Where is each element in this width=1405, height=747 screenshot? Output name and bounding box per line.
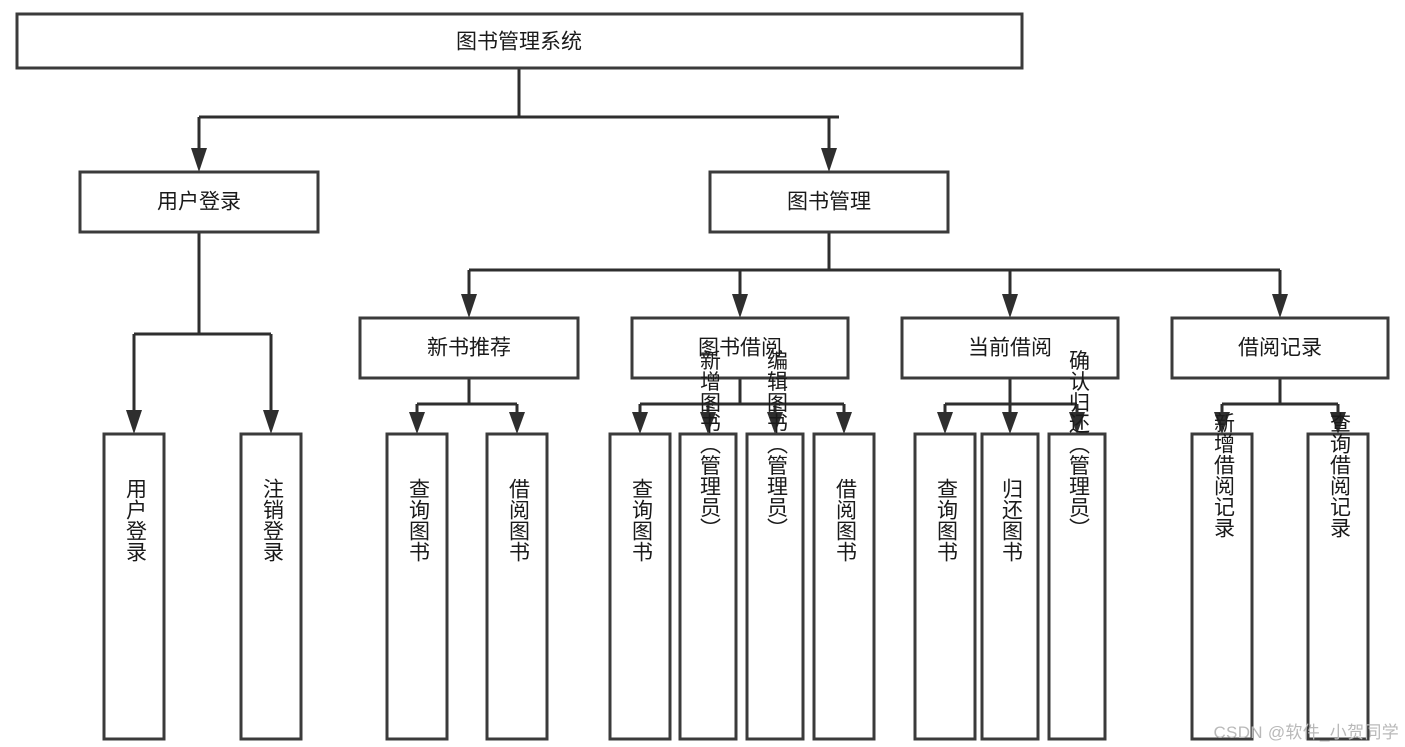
leaf-node-logout[interactable]: 注销登录 (239, 432, 303, 741)
arrow-head-newbook-1 (409, 412, 425, 434)
arrow-head-bookborrow-3 (767, 412, 783, 434)
leaf-node-borrow-query-book[interactable]: 查询图书 (608, 432, 672, 741)
leaf-node-record-query[interactable]: 查询借阅记录 (1306, 412, 1370, 741)
leaf-node-current-return-book-box[interactable] (980, 432, 1040, 741)
leaf-node-borrow-query-book-box[interactable] (608, 432, 672, 741)
leaf-node-borrow-borrow-book-label: 借阅图书 (833, 478, 857, 562)
csdn-watermark: CSDN @软件_小贺同学 (1213, 723, 1399, 742)
leaf-node-logout-label: 注销登录 (260, 478, 284, 562)
leaf-node-record-add-label: 新增借阅记录 (1211, 412, 1235, 538)
connector-root-to-level2 (191, 68, 839, 172)
arrow-head-root-1 (191, 148, 207, 172)
arrow-head-currentborrow-2 (1002, 412, 1018, 434)
arrow-head-currentborrow-3 (1069, 412, 1085, 434)
node-current-borrow-label: 当前借阅 (968, 337, 1052, 360)
node-borrow-record-label: 借阅记录 (1238, 337, 1322, 360)
arrow-head-bookmgmt-1 (461, 294, 477, 318)
leaf-node-borrow-borrow-book[interactable]: 借阅图书 (812, 432, 876, 741)
leaf-node-user-login-action-box[interactable] (102, 432, 166, 741)
arrow-head-bookborrow-4 (836, 412, 852, 434)
node-new-book-recommend-label: 新书推荐 (427, 337, 511, 360)
leaf-node-newbook-borrow-book-box[interactable] (485, 432, 549, 741)
node-book-borrow-label: 图书借阅 (698, 337, 782, 360)
arrow-head-borrowrecord-2 (1330, 412, 1346, 434)
leaf-node-borrow-edit-book[interactable]: 编辑图书（管理员） (745, 350, 805, 741)
leaf-node-newbook-query-book-label: 查询图书 (406, 478, 430, 562)
leaf-node-borrow-edit-book-label: 编辑图书（管理员） (764, 350, 788, 539)
leaf-node-current-confirm-return-box[interactable] (1047, 432, 1107, 741)
arrow-head-bookmgmt-2 (732, 294, 748, 318)
connector-newbook-to-leaves (409, 378, 525, 434)
arrow-head-root-2 (821, 148, 837, 172)
leaf-node-record-query-box[interactable] (1306, 432, 1370, 741)
leaf-node-current-return-book[interactable]: 归还图书 (980, 432, 1040, 741)
node-borrow-record-box[interactable] (1170, 316, 1390, 380)
leaf-node-record-query-label: 查询借阅记录 (1327, 412, 1351, 538)
leaf-node-newbook-query-book[interactable]: 查询图书 (385, 432, 449, 741)
node-new-book-recommend-box[interactable] (358, 316, 580, 380)
arrow-head-borrowrecord-1 (1214, 412, 1230, 434)
leaf-node-record-add[interactable]: 新增借阅记录 (1190, 412, 1254, 741)
node-user-login[interactable]: 用户登录 (78, 170, 320, 234)
node-user-login-box[interactable] (78, 170, 320, 234)
arrow-head-userlogin-2 (263, 410, 279, 434)
arrow-head-newbook-2 (509, 412, 525, 434)
node-root-system-label: 图书管理系统 (456, 31, 582, 54)
node-book-management-box[interactable] (708, 170, 950, 234)
connector-bookmgmt-to-level3 (461, 232, 1288, 318)
leaf-node-current-confirm-return[interactable]: 确认归还（管理员） (1047, 350, 1107, 741)
connector-currentborrow-to-leaves (937, 378, 1085, 434)
node-book-management-label: 图书管理 (787, 191, 871, 214)
node-book-borrow[interactable]: 图书借阅 (630, 316, 850, 380)
arrow-head-bookmgmt-4 (1272, 294, 1288, 318)
node-current-borrow-box[interactable] (900, 316, 1120, 380)
leaf-node-borrow-add-book-label: 新增图书（管理员） (697, 350, 721, 539)
arrow-head-bookmgmt-3 (1002, 294, 1018, 318)
leaf-node-current-return-book-label: 归还图书 (999, 478, 1023, 562)
leaf-node-borrow-query-book-label: 查询图书 (629, 478, 653, 562)
leaf-node-user-login-action[interactable]: 用户登录 (102, 432, 166, 741)
leaf-node-logout-box[interactable] (239, 432, 303, 741)
leaf-node-current-query-book[interactable]: 查询图书 (913, 432, 977, 741)
leaf-node-borrow-edit-book-box[interactable] (745, 432, 805, 741)
leaf-node-borrow-borrow-book-box[interactable] (812, 432, 876, 741)
node-borrow-record[interactable]: 借阅记录 (1170, 316, 1390, 380)
arrow-head-bookborrow-2 (700, 412, 716, 434)
leaf-node-current-confirm-return-label: 确认归还（管理员） (1066, 350, 1090, 539)
node-current-borrow[interactable]: 当前借阅 (900, 316, 1120, 380)
node-book-management[interactable]: 图书管理 (708, 170, 950, 234)
connector-userlogin-to-leaves (126, 232, 279, 434)
node-book-borrow-box[interactable] (630, 316, 850, 380)
leaf-node-borrow-add-book[interactable]: 新增图书（管理员） (678, 350, 738, 741)
leaf-node-user-login-action-label: 用户登录 (123, 478, 147, 562)
node-user-login-label: 用户登录 (157, 191, 241, 214)
node-new-book-recommend[interactable]: 新书推荐 (358, 316, 580, 380)
leaf-node-newbook-query-book-box[interactable] (385, 432, 449, 741)
arrow-head-currentborrow-1 (937, 412, 953, 434)
leaf-node-newbook-borrow-book-label: 借阅图书 (506, 478, 530, 562)
leaf-node-borrow-add-book-box[interactable] (678, 432, 738, 741)
leaf-node-newbook-borrow-book[interactable]: 借阅图书 (485, 432, 549, 741)
node-root-system-box[interactable] (15, 12, 1024, 70)
leaf-node-current-query-book-box[interactable] (913, 432, 977, 741)
connector-bookborrow-to-leaves (632, 378, 852, 434)
leaf-node-record-add-box[interactable] (1190, 432, 1254, 741)
node-root-system[interactable]: 图书管理系统 (15, 12, 1024, 70)
arrow-head-bookborrow-1 (632, 412, 648, 434)
arrow-head-userlogin-1 (126, 410, 142, 434)
connector-borrowrecord-to-leaves (1214, 378, 1346, 434)
leaf-node-current-query-book-label: 查询图书 (934, 478, 958, 562)
